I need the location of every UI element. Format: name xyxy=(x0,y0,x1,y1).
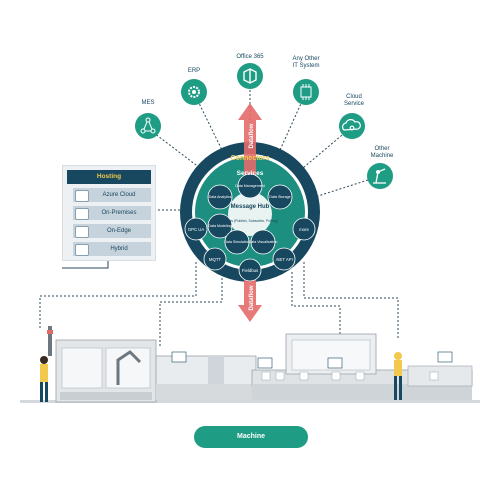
hosting-item-azure-cloud[interactable]: Azure Cloud xyxy=(73,188,151,202)
server-icon xyxy=(75,208,89,220)
message-hub-subtitle: Events (Publish, Subscribe, Polling) xyxy=(222,219,277,223)
connectors-label: Connectors xyxy=(231,155,270,162)
hosting-item-label: Azure Cloud xyxy=(102,192,136,198)
hosting-item-on-edge[interactable]: On-Edge xyxy=(73,224,151,238)
erp-node[interactable]: ERP xyxy=(181,68,207,105)
gear-icon xyxy=(188,86,200,98)
mes-label: MES xyxy=(141,100,154,106)
chip-icon xyxy=(300,84,312,100)
edge-cloud-icon xyxy=(75,226,89,238)
service-bubble-visualization xyxy=(250,229,276,255)
dataflow-up-label: Dataflow xyxy=(249,123,255,148)
protocol-more-label: more xyxy=(299,227,309,232)
dataflow-down-arrow xyxy=(238,278,262,322)
office365-node[interactable]: Office 365 xyxy=(236,54,264,89)
protocol-bubble-netapi xyxy=(272,247,296,271)
service-modeling-label: Data Modeling xyxy=(208,224,231,228)
protocol-mqtt-label: MQTT xyxy=(209,257,222,262)
production-line-illustration xyxy=(20,326,480,403)
service-bubble-management xyxy=(237,173,263,199)
hosting-item-on-premises[interactable]: On-Premises xyxy=(73,206,151,220)
hosting-connector-line xyxy=(62,258,109,269)
protocol-opcua-label: OPC UA xyxy=(188,227,205,232)
robot-arm-icon xyxy=(373,168,386,184)
protocol-bubble-mqtt xyxy=(203,247,227,271)
hosting-item-label: Hybrid xyxy=(110,246,128,252)
cloud-gear-icon xyxy=(342,119,361,131)
protocol-bubble-more xyxy=(292,217,316,241)
service-management-label: Data Management xyxy=(235,184,265,188)
services-label: Services xyxy=(237,170,264,177)
hybrid-cloud-icon xyxy=(75,244,89,256)
message-hub-core xyxy=(228,192,272,236)
service-bubble-simulation xyxy=(224,229,250,255)
hosting-item-label: On-Premises xyxy=(101,210,137,216)
hosting-item-hybrid[interactable]: Hybrid xyxy=(73,242,151,256)
hosting-panel: Hosting Azure Cloud On-Premises On-Edge … xyxy=(62,165,156,261)
worker-right xyxy=(394,352,402,400)
network-nodes-icon xyxy=(140,117,156,134)
service-bubble-storage xyxy=(267,184,293,210)
service-bubble-analytics xyxy=(207,184,233,210)
service-visualization-label: Data Visualization xyxy=(249,240,278,244)
protocol-bubble-fieldbus xyxy=(238,258,262,282)
cloud-icon xyxy=(75,190,89,202)
protocol-netapi-label: .NET API xyxy=(275,257,293,262)
erp-label: ERP xyxy=(188,68,200,74)
machine-connection-lines xyxy=(39,262,399,348)
worker-left xyxy=(40,356,48,402)
service-storage-label: Data Storage xyxy=(269,195,290,199)
machine-button[interactable]: Machine xyxy=(194,426,308,448)
service-simulation-label: Data Simulation xyxy=(224,240,249,244)
system-connection-lines xyxy=(149,82,369,197)
service-analytics-label: Data Analytics xyxy=(209,195,232,199)
hosting-title: Hosting xyxy=(67,170,151,184)
office365-label: Office 365 xyxy=(236,54,264,60)
message-hub-title: Message Hub xyxy=(231,204,270,210)
mes-node[interactable]: MES xyxy=(135,100,161,139)
protocol-bubble-opcua xyxy=(184,217,208,241)
service-bubble-modeling xyxy=(207,213,233,239)
hosting-item-label: On-Edge xyxy=(106,228,131,234)
dataflow-up-arrow xyxy=(238,103,262,175)
protocol-fieldbus-label: Fieldbus xyxy=(242,268,258,273)
dataflow-down-label: Dataflow xyxy=(249,285,255,310)
office-logo-icon xyxy=(243,68,257,84)
